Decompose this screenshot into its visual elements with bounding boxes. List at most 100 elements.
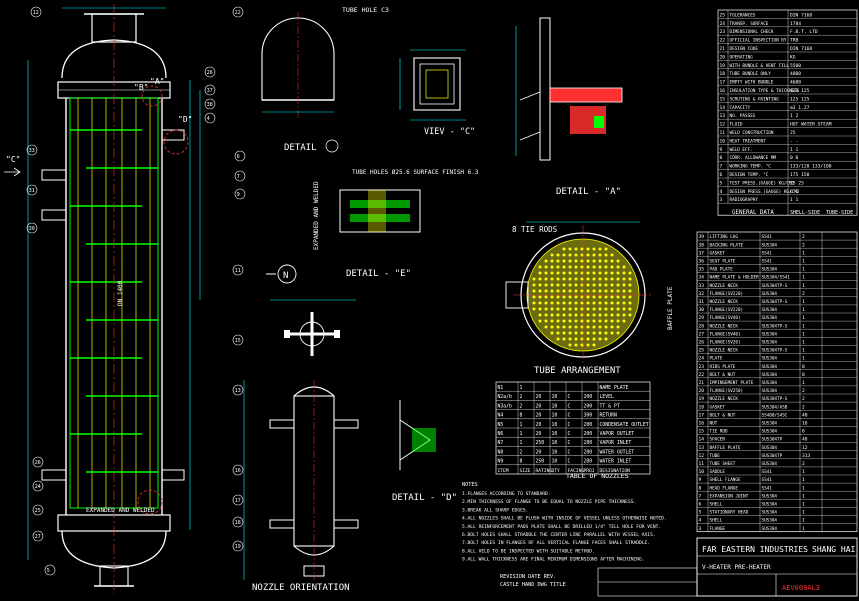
revision-label: REVISION DATE REV. [500, 574, 556, 580]
design-row-label: TOLERANCES [730, 12, 756, 18]
tube-hole [556, 283, 560, 287]
tube-hole [616, 307, 620, 311]
tube-hole [544, 301, 548, 305]
part-material: SUS304 [762, 493, 778, 499]
tube-hole [538, 307, 542, 311]
view-c: VIEV - "C" [399, 49, 475, 137]
tube-hole [592, 319, 596, 323]
part-number: 35 [699, 267, 705, 273]
part-number: 32 [699, 291, 705, 297]
tube-hole [556, 337, 560, 341]
part-name: SADDLE [710, 469, 726, 475]
item-balloon [232, 464, 244, 476]
tube-hole [604, 295, 608, 299]
nozzle-cell: 10 [552, 403, 558, 409]
tube-hole [598, 319, 602, 323]
tube-hole [598, 301, 602, 305]
tube-hole [556, 271, 560, 275]
part-material: SUS304/SS41 [762, 275, 791, 281]
tube-hole [568, 259, 572, 263]
tube-hole [556, 301, 560, 305]
tube-hole [628, 295, 632, 299]
detail-a-leaders [519, 91, 541, 141]
part-number: 13 [699, 445, 705, 451]
design-row-value: 25 25 [790, 180, 804, 186]
nozzle-cell: C [568, 413, 571, 419]
detail-b-title: DETAIL [284, 143, 317, 153]
part-number: 9 [699, 477, 702, 483]
nozzle-cell: WATER INLET [600, 459, 632, 465]
nozzle-cell: 200 [584, 403, 593, 409]
item-balloon-number: 37 [207, 88, 213, 94]
part-material: SUS304 [762, 526, 778, 532]
tube-hole [550, 331, 554, 335]
detail-e-title: DETAIL - "E" [346, 269, 411, 279]
ref-d-label: "D" [178, 115, 192, 124]
nozzle-cell: N8 [498, 449, 504, 455]
design-row-no: 15 [720, 96, 726, 102]
tube-hole [616, 319, 620, 323]
item-balloon [32, 530, 44, 542]
nozzle-header: DESIGNATION [600, 468, 631, 474]
design-row-no: 4 [720, 189, 723, 195]
design-row-label: DESIGN CODE [730, 46, 759, 52]
tube-hole [532, 277, 536, 281]
part-qty: 1 [802, 380, 805, 386]
tube-hole [556, 277, 560, 281]
item-balloon-number: 18 [235, 520, 241, 526]
design-row-label: NO. PASSES [730, 113, 756, 119]
part-material: SS41 [762, 485, 773, 491]
part-qty: 2 [802, 234, 805, 240]
design-row-value: 125 125 [790, 88, 810, 94]
tube-hole [592, 295, 596, 299]
orient-nozzle-4 [333, 519, 359, 529]
part-name: NOZZLE NECK [710, 348, 739, 354]
design-row-no: 14 [720, 105, 726, 111]
tube-hole [544, 265, 548, 269]
tube-hole [616, 265, 620, 269]
orient-nozzle-3 [269, 519, 295, 529]
tube-hole [562, 259, 566, 263]
tube-hole [592, 283, 596, 287]
part-material: SUS304 [762, 380, 778, 386]
nozzle-cell: 280 [584, 449, 593, 455]
tube-hole [586, 343, 590, 347]
part-name: NOZZLE NECK [710, 283, 739, 289]
tube-dots [532, 247, 632, 347]
tube-hole [550, 283, 554, 287]
tube-hole [574, 259, 578, 263]
tube-hole [562, 325, 566, 329]
design-row-value: - - [790, 139, 798, 144]
part-number: 15 [699, 429, 705, 435]
north-circle [277, 264, 297, 284]
design-row-no: 3 [720, 197, 723, 203]
nozzle-cell: N9 [498, 459, 504, 465]
notes-heading: NOTES [462, 482, 478, 488]
tube-hole [532, 295, 536, 299]
tube-hole [550, 259, 554, 263]
item-balloon [26, 184, 38, 196]
nozzle-cell: N5 [498, 422, 504, 428]
tube-hole [568, 337, 572, 341]
part-material: SUS304 [762, 388, 778, 394]
nozzle-cell: N1 [498, 385, 504, 391]
item-balloon-number: 19 [235, 544, 241, 550]
part-number: 23 [699, 364, 705, 370]
part-name: FLANGE(SV20) [710, 340, 741, 346]
view-c-inner [419, 63, 455, 105]
design-row-no: 22 [720, 38, 726, 44]
side-nozzle-left-2 [41, 209, 67, 221]
item-balloon [232, 516, 244, 528]
tube-hole [598, 247, 602, 251]
item-balloon-number: 31 [29, 188, 35, 194]
nozzle-header: QTY [552, 468, 561, 474]
design-row-value: KG [790, 54, 796, 60]
item-balloon-number: 7 [237, 174, 240, 180]
tube-hole [568, 301, 572, 305]
tube-hole [598, 277, 602, 281]
nozzle-cell: N6 [498, 431, 504, 437]
tube-hole [562, 265, 566, 269]
part-material: SUS304 [762, 372, 778, 378]
tube-hole [592, 247, 596, 251]
